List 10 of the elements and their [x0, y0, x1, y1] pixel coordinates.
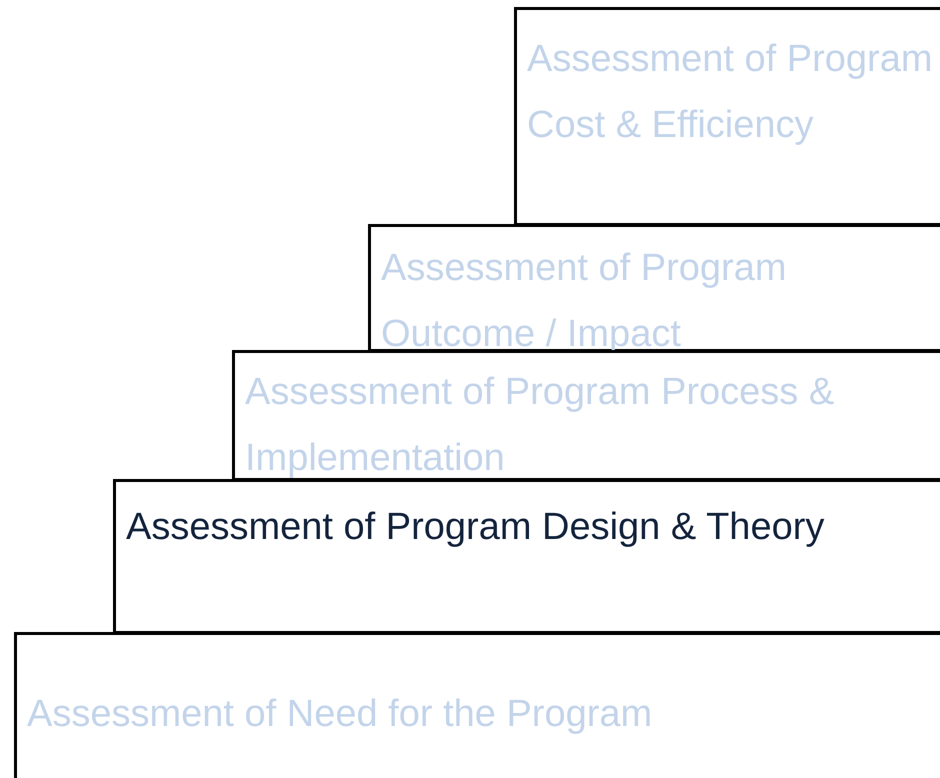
- step-box: [113, 479, 940, 634]
- step-box: [232, 350, 940, 481]
- step-label: Assessment of Program Cost & Efficiency: [527, 37, 934, 148]
- step-label: Assessment of Program Process & Implementation: [245, 370, 836, 481]
- step-label: Assessment of Program Design & Theory: [126, 505, 826, 550]
- step-label: Assessment of Program Outcome / Impact: [381, 246, 788, 357]
- step-box: [368, 224, 940, 352]
- step-box: [14, 632, 940, 778]
- step-label: Assessment of Need for the Program: [27, 692, 654, 737]
- step-box: [514, 7, 940, 226]
